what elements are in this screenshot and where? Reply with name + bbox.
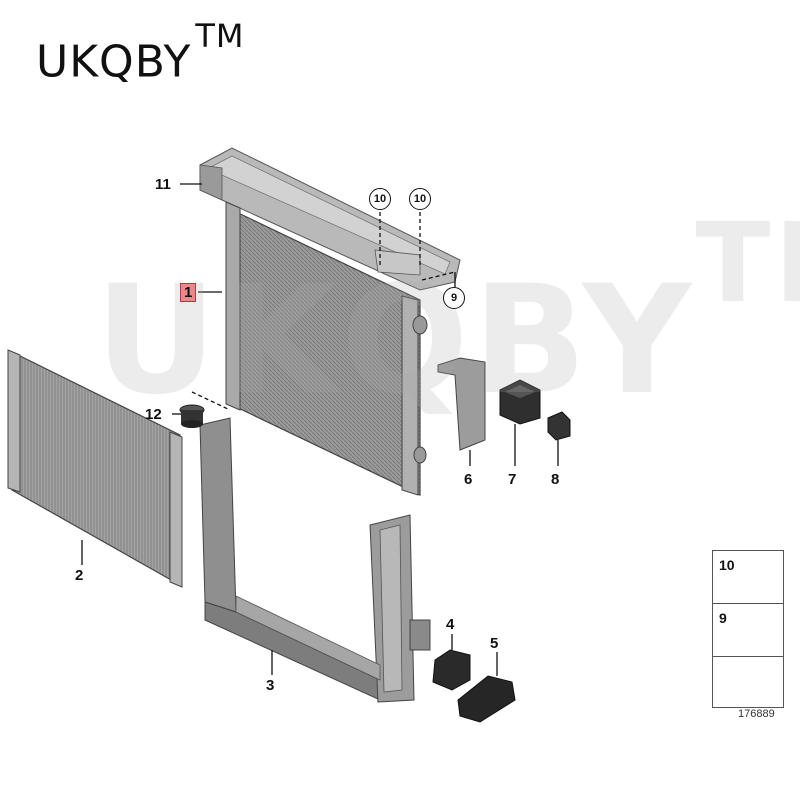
part-6-bracket [437, 357, 486, 451]
part-3-frame [199, 417, 431, 703]
legend-item-9: 9 [713, 604, 783, 657]
part-1-radiator [225, 201, 428, 496]
fastener-legend: 10 9 [712, 550, 784, 708]
part-4-bumper [432, 649, 471, 691]
callout-4: 4 [446, 616, 455, 633]
callout-7: 7 [508, 471, 517, 488]
callout-10-left: 10 [369, 188, 391, 210]
callout-10-right: 10 [409, 188, 431, 210]
callout-8: 8 [551, 471, 560, 488]
brand-name: UKQBY [36, 36, 192, 88]
part-11-upper-air-duct [199, 147, 461, 291]
legend-item-10: 10 [713, 551, 783, 604]
callout-5: 5 [490, 635, 499, 652]
callout-1: 1 [180, 283, 197, 302]
callout-6: 6 [464, 471, 473, 488]
callout-9: 9 [443, 287, 465, 309]
legend-arrow-cell [713, 657, 783, 707]
callout-3: 3 [266, 677, 275, 694]
callout-12: 12 [145, 406, 162, 423]
brand-logo: UKQBYTM [36, 20, 245, 88]
part-5-cover [457, 675, 516, 723]
part-2-auxiliary-radiator [7, 349, 183, 588]
legend-num-10: 10 [719, 557, 735, 573]
part-8-clip [547, 411, 571, 441]
reference-number: 176889 [738, 708, 775, 720]
part-12-grommet [179, 404, 205, 428]
brand-trademark: TM [195, 17, 245, 55]
callout-2: 2 [75, 567, 84, 584]
legend-num-9: 9 [719, 610, 727, 626]
part-7-mount [499, 379, 541, 425]
leader-lines [81, 183, 559, 676]
callout-11: 11 [155, 176, 171, 193]
